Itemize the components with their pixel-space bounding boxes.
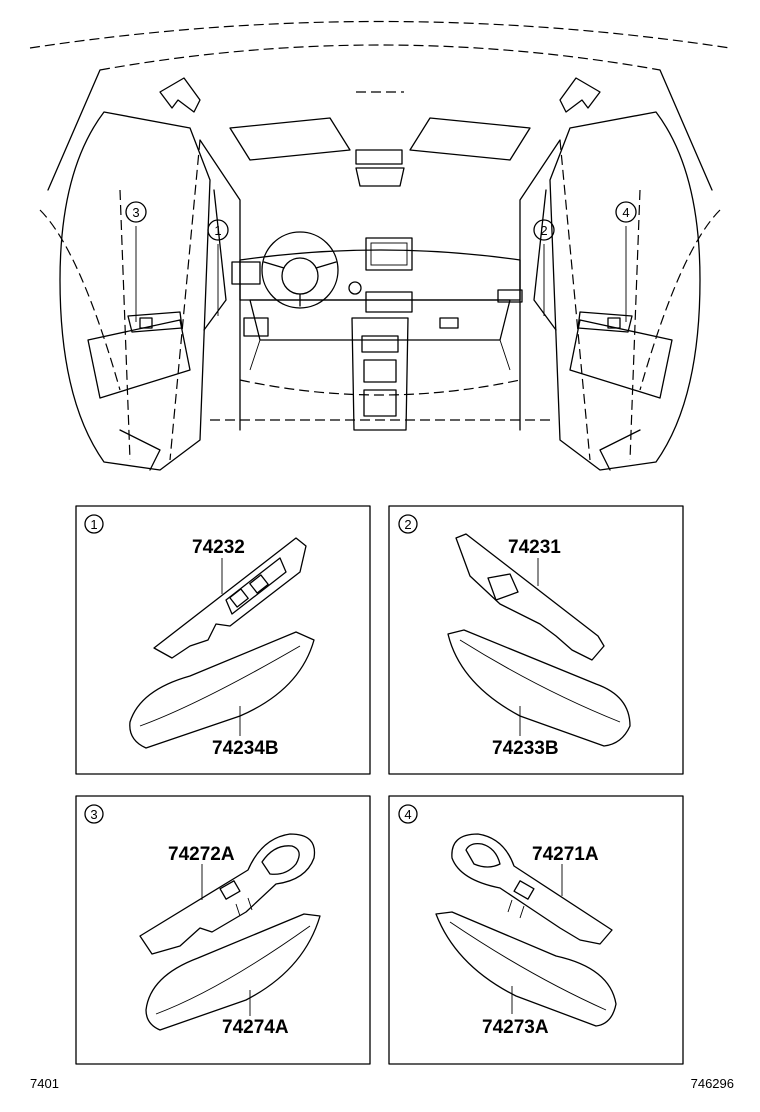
part-number-74273A: 74273A — [482, 1017, 549, 1038]
svg-text:3: 3 — [132, 205, 139, 220]
part-number-74272A: 74272A — [168, 844, 235, 865]
callout-3: 3 — [125, 201, 147, 223]
panel-1: 1 74232 74234B — [75, 505, 371, 775]
svg-text:1: 1 — [214, 223, 221, 238]
part-number-74271A: 74271A — [532, 844, 599, 865]
part-number-74232: 74232 — [192, 537, 245, 558]
panel-4: 4 74271A 74273A — [388, 795, 684, 1065]
panel-1-index: 1 — [90, 517, 97, 532]
panel-2: 2 74231 74233B — [388, 505, 684, 775]
footer-right-code: 746296 — [690, 1076, 734, 1091]
part-number-74274A: 74274A — [222, 1017, 289, 1038]
part-number-74231: 74231 — [508, 537, 561, 558]
panel-3: 3 74272A 74274A — [75, 795, 371, 1065]
panel-3-index: 3 — [90, 807, 97, 822]
part-number-74233B: 74233B — [492, 738, 559, 759]
panel-4-index: 4 — [404, 807, 411, 822]
interior-overview: 3 1 2 4 — [29, 20, 731, 471]
callout-4: 4 — [615, 201, 637, 223]
callout-1: 1 — [207, 219, 229, 241]
svg-text:4: 4 — [622, 205, 629, 220]
callout-2: 2 — [533, 219, 555, 241]
svg-text:2: 2 — [540, 223, 547, 238]
panel-2-index: 2 — [404, 517, 411, 532]
footer-left-code: 7401 — [30, 1076, 59, 1091]
part-number-74234B: 74234B — [212, 738, 279, 759]
